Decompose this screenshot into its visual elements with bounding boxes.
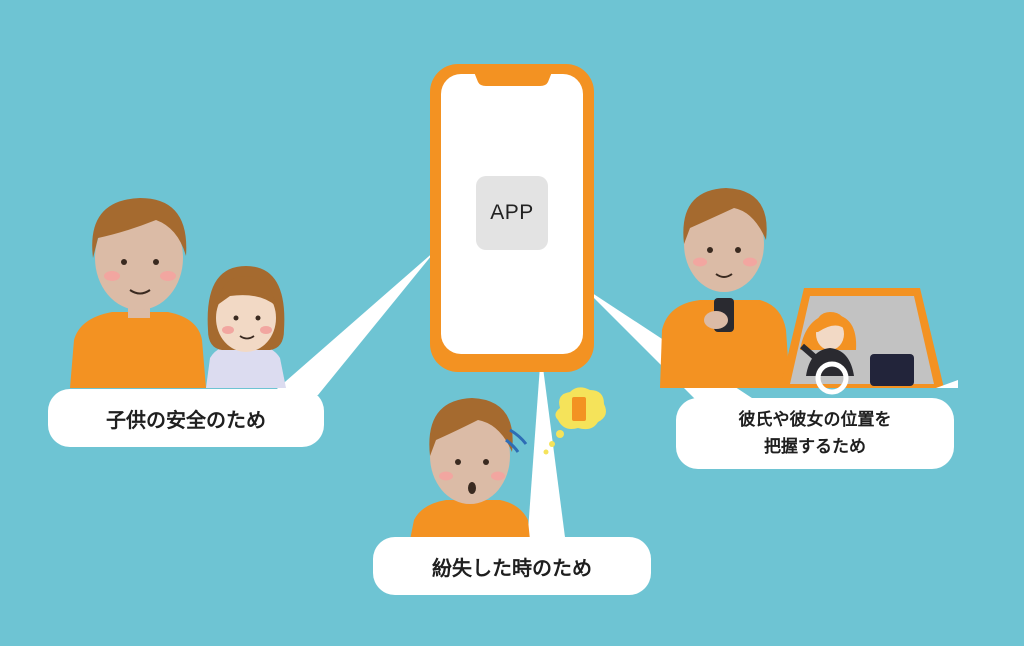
caption-partner-location-line2: 把握するため — [764, 436, 866, 457]
caption-partner-location-line1: 彼氏や彼女の位置を — [738, 409, 892, 430]
caption-partner-location: 彼氏や彼女の位置を 把握するため — [676, 398, 954, 469]
thought-bubble-icon — [543, 387, 606, 455]
bubble-tail-bottom — [527, 352, 566, 545]
caption-lost-phone: 紛失した時のため — [373, 537, 651, 595]
boy-with-phone-figure — [660, 188, 790, 388]
car-figure — [780, 288, 958, 388]
caption-child-safety: 子供の安全のため — [48, 389, 324, 447]
smartphone-icon — [430, 64, 594, 372]
caption-child-safety-text: 子供の安全のため — [106, 407, 266, 432]
caption-lost-phone-text: 紛失した時のため — [432, 555, 592, 580]
father-figure — [70, 198, 206, 388]
app-icon-label[interactable]: APP — [490, 201, 534, 224]
steering-wheel-icon — [815, 361, 849, 395]
worried-boy-figure — [410, 398, 530, 540]
sweat-drops-icon — [505, 428, 528, 453]
bubble-tail-left — [270, 250, 436, 395]
app-icon[interactable] — [476, 176, 548, 250]
daughter-figure — [206, 266, 286, 388]
